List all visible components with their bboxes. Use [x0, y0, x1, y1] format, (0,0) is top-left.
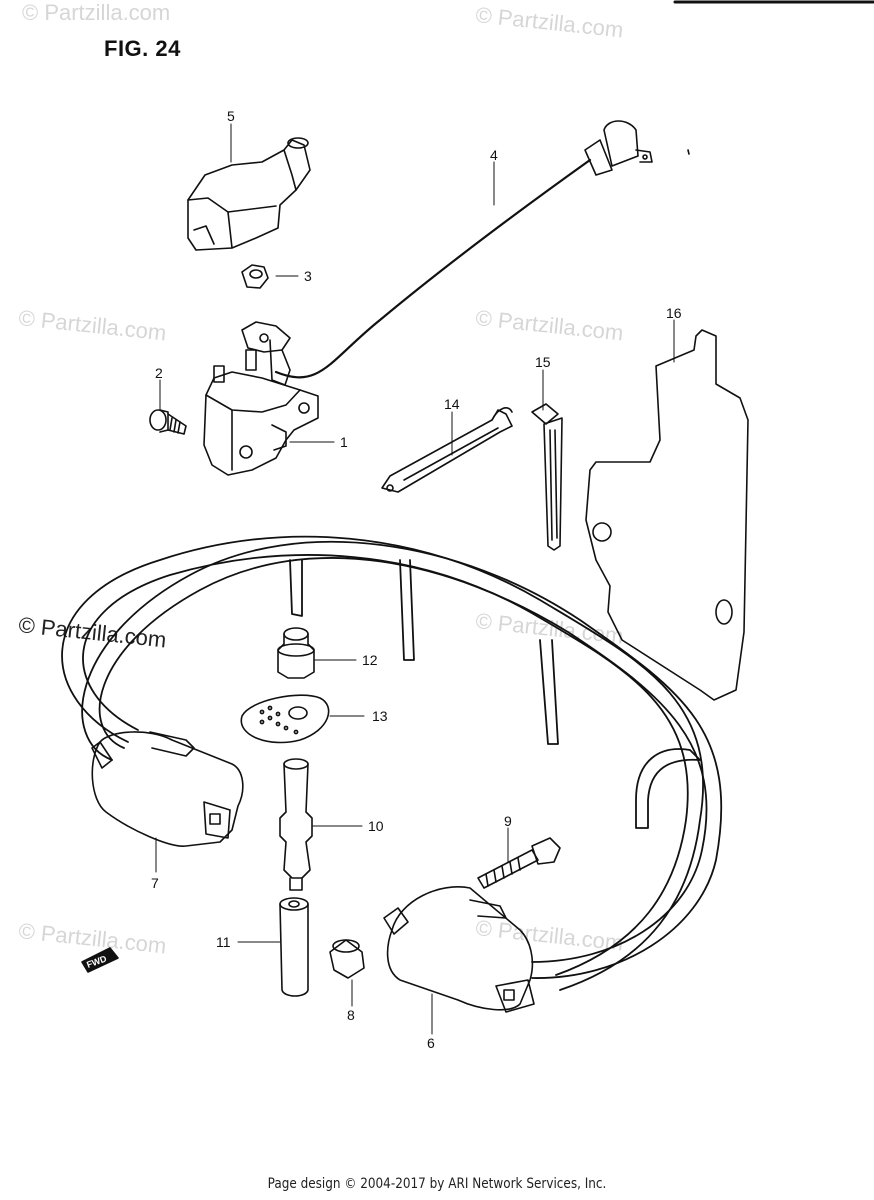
- callout-2: 2: [155, 365, 163, 381]
- watermark-text: © Partzilla.com: [474, 2, 624, 42]
- high-tension-leads: [61, 535, 723, 991]
- callout-3: 3: [304, 268, 312, 284]
- callout-numbers: 5 3 4 2 1 14 15 16 12 13 10 9 7 11 8 6: [151, 108, 682, 1051]
- watermark-text: © Partzilla.com: [22, 0, 170, 25]
- callout-10: 10: [368, 818, 384, 834]
- part-9-bolt: [477, 837, 561, 889]
- leader-lines: [155, 123, 675, 1035]
- figure-title: FIG. 24: [104, 36, 181, 61]
- part-12-grommet: [277, 627, 315, 679]
- callout-7: 7: [151, 875, 159, 891]
- part-7-ignition-coil: [91, 731, 244, 847]
- part-1-starter-relay: [203, 321, 319, 476]
- part-14-strap: [381, 407, 513, 493]
- part-8-collar: [329, 939, 365, 979]
- part-3-nut: [241, 264, 269, 289]
- callout-12: 12: [362, 652, 378, 668]
- callout-16: 16: [666, 305, 682, 321]
- part-6-ignition-coil: [383, 886, 535, 1013]
- part-2-screw: [149, 409, 187, 435]
- callout-1: 1: [340, 434, 348, 450]
- watermark-text: © Partzilla.com: [17, 305, 167, 345]
- part-15-cable-tie: [531, 403, 563, 551]
- callout-14: 14: [444, 396, 460, 412]
- fwd-arrow: [81, 947, 119, 973]
- watermark-text: © Partzilla.com: [474, 305, 624, 345]
- part-13-plate: [240, 694, 330, 744]
- footer-copyright: Page design © 2004-2017 by ARI Network S…: [267, 1176, 607, 1192]
- part-16-protective-sheet: [585, 329, 749, 701]
- callout-5: 5: [227, 108, 235, 124]
- watermark-text: © Partzilla.com: [474, 915, 624, 955]
- part-5-terminal-cap: [187, 137, 311, 251]
- watermark-text: © Partzilla.com: [17, 612, 167, 652]
- callout-9: 9: [504, 813, 512, 829]
- part-4-wire-lead: [269, 120, 690, 386]
- callout-8: 8: [347, 1007, 355, 1023]
- part-10-plug-cap: [279, 758, 313, 891]
- watermark-text: © Partzilla.com: [17, 918, 167, 958]
- callout-4: 4: [490, 147, 498, 163]
- callout-6: 6: [427, 1035, 435, 1051]
- callout-15: 15: [535, 354, 551, 370]
- callout-13: 13: [372, 708, 388, 724]
- part-11-sleeve: [279, 897, 309, 997]
- callout-11: 11: [216, 934, 231, 950]
- watermark-text: © Partzilla.com: [474, 608, 624, 648]
